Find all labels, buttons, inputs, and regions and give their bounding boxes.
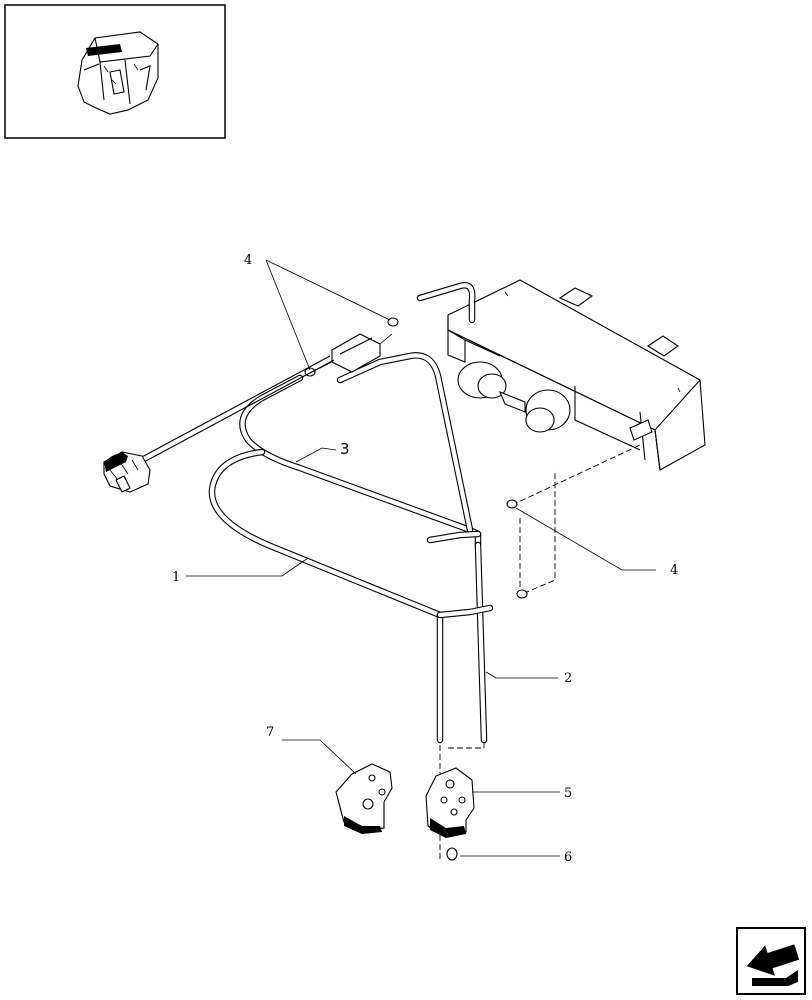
pipe-3: [239, 352, 482, 549]
next-page-arrow-icon[interactable]: [736, 927, 806, 995]
heater-unit: [447, 279, 706, 471]
callout-7: 7: [266, 725, 274, 740]
callout-6: 6: [564, 850, 572, 865]
heater-valve: [139, 333, 393, 463]
callout-4-top: 4: [244, 253, 252, 268]
callout-4-right: 4: [670, 563, 678, 578]
control-knob: [103, 451, 151, 493]
pipe-1: [208, 282, 476, 619]
callout-1: 1: [172, 570, 180, 585]
callout-2: 2: [564, 671, 572, 686]
callout-3: 3: [340, 440, 350, 458]
callout-5: 5: [564, 786, 572, 801]
cab-thumbnail: [4, 4, 226, 139]
plug-6: [446, 847, 458, 861]
bracket-5: [425, 767, 475, 838]
leader-lines: [186, 259, 656, 857]
hose-clips: [304, 317, 528, 599]
pipe-2: [426, 530, 494, 744]
bracket-7: [335, 763, 393, 834]
